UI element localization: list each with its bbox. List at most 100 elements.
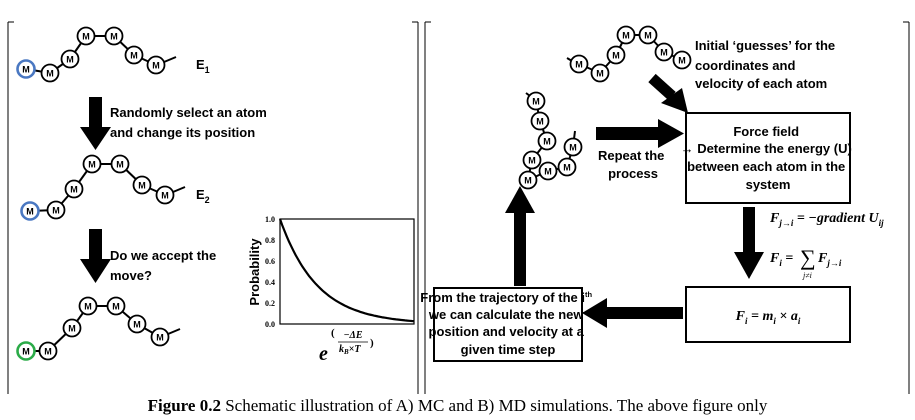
svg-text:From the trajectory of the ith: From the trajectory of the ith we can ca… (420, 285, 595, 357)
atom (106, 296, 126, 316)
atom-label: M (543, 136, 551, 146)
atom-label: M (26, 206, 34, 216)
step-randomly-select: Randomly select an atom and change its p… (110, 105, 270, 140)
up-arrow-to-loop (505, 186, 535, 286)
atom (590, 63, 610, 83)
caption-text: Schematic illustration of A) MC and B) M… (220, 396, 768, 415)
atom-label: M (52, 205, 60, 215)
trajectory-box: From the trajectory of the ith we can ca… (420, 285, 595, 362)
atom-label: M (68, 323, 76, 333)
atom (127, 314, 147, 334)
bond-tail (172, 186, 186, 193)
atom-label: M (524, 175, 532, 185)
step-accept-move: Do we accept the move? (110, 248, 220, 283)
atom-label: M (84, 301, 92, 311)
atom (150, 327, 170, 347)
bond-tail (167, 328, 181, 335)
down-arrow-2 (80, 229, 111, 283)
atom-label: M (569, 142, 577, 152)
atom-label: M (112, 301, 120, 311)
arrow-to-force-field (648, 73, 688, 113)
atom-label: M (70, 184, 78, 194)
down-arrow-1 (80, 97, 111, 150)
figure-caption: Figure 0.2 Schematic illustration of A) … (0, 396, 915, 416)
y-tick-label: 0.2 (265, 299, 275, 308)
atom-label: M (66, 54, 74, 64)
atom (38, 341, 58, 361)
atom-label: M (130, 50, 138, 60)
panel-a-frame (7, 21, 419, 394)
y-tick-label: 0.6 (265, 257, 275, 266)
atom-label: M (152, 60, 160, 70)
y-tick-label: 1.0 (265, 215, 275, 224)
atom (104, 26, 124, 46)
bond-tail (573, 130, 576, 140)
initial-guesses-text: Initial ‘guesses’ for the coordinates an… (695, 38, 839, 91)
atom-label: M (156, 332, 164, 342)
atom (124, 45, 144, 65)
y-tick-label: 0.4 (265, 278, 275, 287)
atom-label: M (46, 68, 54, 78)
atom-label: M (622, 30, 630, 40)
atom (563, 137, 583, 157)
probability-plot: 1.00.80.60.40.20.0 Probability e ( −ΔE k… (247, 215, 415, 365)
atom-label: M (138, 180, 146, 190)
atom (132, 175, 152, 195)
atom (78, 296, 98, 316)
svg-text:kB×T: kB×T (339, 344, 361, 356)
y-axis-label: Probability (247, 238, 262, 306)
svg-text:−ΔE: −ΔE (344, 330, 363, 341)
force-field-box: Force field → Determine the energy (U) b… (681, 112, 856, 204)
atom (518, 170, 538, 190)
atom (82, 154, 102, 174)
atom-label: M (88, 159, 96, 169)
atom-label: M (133, 319, 141, 329)
atom (155, 185, 175, 205)
energy-label-e1: E1 (196, 57, 210, 75)
atom (530, 111, 550, 131)
svg-text:j≠i: j≠i (802, 271, 812, 280)
atom (60, 49, 80, 69)
atom-highlighted (16, 341, 36, 361)
atom (672, 50, 692, 70)
newton-equation-box: Fi = mi × ai (685, 286, 851, 343)
atom (76, 26, 96, 46)
arrow-to-trajectory (582, 298, 683, 328)
svg-text:Force field → Determine: Force field → Determine the energy (U) b… (681, 124, 856, 192)
energy-label-e2: E2 (196, 187, 210, 205)
atom (64, 179, 84, 199)
atom-label: M (116, 159, 124, 169)
atom-highlighted (20, 201, 40, 221)
repeat-process-text: Repeat the process (598, 148, 668, 181)
svg-text:Fi =: Fi = (769, 251, 793, 268)
svg-text:): ) (370, 337, 374, 349)
atom (606, 45, 626, 65)
arrow-repeat (596, 119, 684, 148)
atom (526, 91, 546, 111)
svg-text:Fj→i: Fj→i (817, 251, 842, 268)
atom-label: M (161, 190, 169, 200)
atom-label: M (536, 116, 544, 126)
atom-label: M (44, 346, 52, 356)
panel-b-frame (424, 21, 910, 394)
equation-force-sum: Fi = ∑ j≠i Fj→i (769, 245, 842, 280)
bond-tail (163, 56, 177, 63)
down-arrow-force (734, 207, 764, 279)
y-tick-label: 0.0 (265, 320, 275, 329)
atom-label: M (563, 162, 571, 172)
y-tick-labels: 1.00.80.60.40.20.0 (265, 215, 275, 329)
atom-label: M (110, 31, 118, 41)
atom (46, 200, 66, 220)
atom-label: M (660, 47, 668, 57)
caption-label: Figure 0.2 (147, 396, 221, 415)
atom (557, 157, 577, 177)
equation-force-gradient: Fj→i = −gradient Uij (769, 211, 884, 228)
svg-text:∑: ∑ (800, 245, 816, 270)
atom-label: M (532, 96, 540, 106)
atom (146, 55, 166, 75)
atom-highlighted (16, 59, 36, 79)
atom-label: M (544, 166, 552, 176)
atom-label: M (575, 59, 583, 69)
